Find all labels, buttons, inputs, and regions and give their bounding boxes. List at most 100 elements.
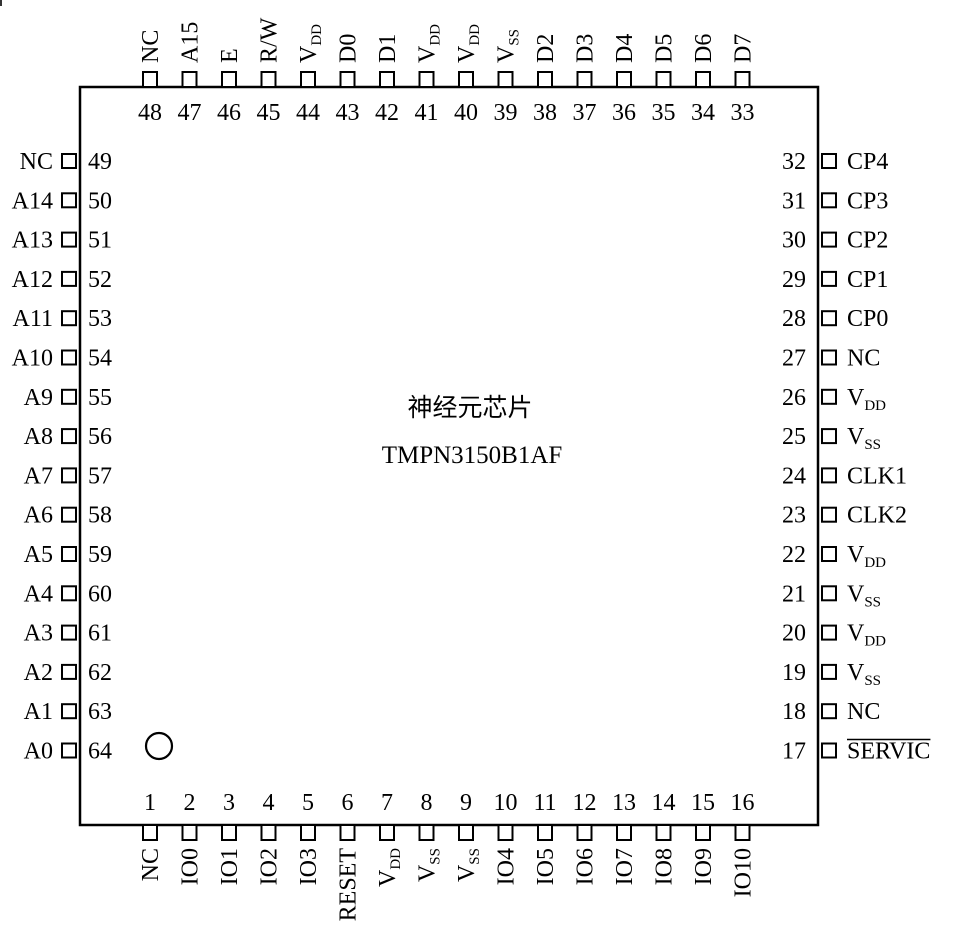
pin-23-pad [821, 506, 837, 523]
pin-24-label: CLK1 [847, 463, 907, 489]
pin-58-pad [61, 506, 77, 523]
pin-8-label: VSS [415, 848, 444, 882]
pin-15-number: 15 [691, 790, 715, 816]
pin-19-subscript: SS [864, 673, 881, 689]
pin-7-subscript: DD [388, 848, 404, 870]
pin-24-pad [821, 467, 837, 484]
pin-63-label: A1 [24, 699, 53, 725]
pin-63-pad [61, 703, 77, 720]
pin-48-pad [142, 71, 158, 88]
pin-40-subscript: DD [467, 24, 483, 46]
pin-42-pad [379, 71, 395, 88]
pin-25-label: VSS [847, 424, 881, 453]
pin-57-pad [61, 467, 77, 484]
pin-26-pad [821, 388, 837, 405]
pin-62-pad [61, 663, 77, 680]
pin-63-number: 63 [88, 699, 112, 725]
pin-56-label: A8 [24, 424, 53, 450]
pin-51-number: 51 [88, 228, 112, 254]
pin-38-number: 38 [533, 100, 557, 126]
pin-37-label: D3 [573, 34, 599, 63]
pin-26-label: VDD [847, 385, 886, 414]
pin-50-pad [61, 192, 77, 209]
pin-43-label: D0 [336, 34, 362, 63]
pin-11-pad [537, 824, 553, 841]
pin-43-number: 43 [336, 100, 360, 126]
pin-26-number: 26 [782, 385, 806, 411]
pin-39-pad [497, 71, 514, 88]
pin-29-number: 29 [782, 267, 806, 293]
pin-59-pad [61, 546, 77, 562]
pin-41-pad [418, 71, 435, 88]
pin-39-subscript: SS [507, 29, 523, 46]
pin-41-subscript: DD [428, 24, 444, 46]
pin-42-number: 42 [375, 100, 399, 126]
pin-10-number: 10 [494, 790, 518, 816]
pin-55-pad [61, 388, 77, 405]
pin-2-number: 2 [184, 790, 196, 816]
pin-13-pad [616, 824, 632, 841]
chip-part-number: TMPN3150B1AF [382, 442, 563, 469]
pin-30-number: 30 [782, 228, 806, 254]
pin-7-number: 7 [381, 790, 393, 816]
pin-7-label: VDD [375, 848, 404, 887]
pin-62-label: A2 [24, 660, 53, 686]
pin-20-pad [821, 624, 837, 641]
pin-44-pad [300, 71, 316, 88]
pin-32-number: 32 [782, 149, 806, 175]
pin-13-number: 13 [612, 790, 636, 816]
pin-44-label: VDD [296, 24, 325, 63]
pin-25-number: 25 [782, 424, 806, 450]
pin-46-pad [221, 71, 237, 88]
pin-22-label: VDD [847, 542, 886, 571]
pin-54-number: 54 [88, 346, 112, 372]
pin-4-label: IO2 [257, 848, 283, 885]
pin-39-number: 39 [494, 100, 518, 126]
pin-31-number: 31 [782, 188, 806, 214]
pin-10-label: IO4 [494, 848, 520, 885]
pin-56-pad [61, 428, 77, 445]
pin-54-label: A10 [12, 346, 53, 372]
pin-24-number: 24 [782, 463, 806, 489]
pin-1-pad [142, 824, 158, 841]
pin-22-number: 22 [782, 542, 806, 568]
pin-14-label: IO8 [652, 848, 678, 885]
pin-29-label: CP1 [847, 267, 888, 293]
pin-64-number: 64 [88, 739, 112, 765]
pin-20-subscript: DD [864, 634, 886, 650]
pin-33-label: D7 [731, 34, 757, 63]
pin-9-pad [458, 824, 474, 841]
pin-52-label: A12 [12, 267, 53, 293]
pin-17-label: SERVIC [847, 739, 930, 765]
pin-59-label: A5 [24, 542, 53, 568]
pin-8-number: 8 [421, 790, 433, 816]
pin-51-label: A13 [12, 228, 53, 254]
pin-9-subscript: SS [467, 848, 483, 865]
pin-56-number: 56 [88, 424, 112, 450]
pin-3-number: 3 [223, 790, 235, 816]
pin-21-pad [821, 585, 837, 602]
pin-15-pad [695, 824, 711, 841]
pin-44-subscript: DD [309, 24, 325, 46]
pin-57-label: A7 [24, 463, 53, 489]
pin-3-pad [221, 824, 237, 841]
pin-6-pad [339, 824, 356, 841]
pin-32-label: CP4 [847, 149, 888, 175]
pin-4-number: 4 [263, 790, 275, 816]
pin-17-number: 17 [782, 739, 806, 765]
pin-46-label: E [217, 48, 243, 63]
pin-22-subscript: DD [864, 555, 886, 571]
pin-36-number: 36 [612, 100, 636, 126]
pin-1-number: 1 [144, 790, 156, 816]
pin-21-label: VSS [847, 581, 881, 610]
pin-12-number: 12 [573, 790, 597, 816]
pin-46-number: 46 [217, 100, 241, 126]
pin-37-pad [576, 71, 593, 88]
pin-58-label: A6 [24, 503, 53, 529]
pin-26-subscript: DD [864, 398, 886, 414]
pin-9-number: 9 [460, 790, 472, 816]
pin-42-label: D1 [375, 34, 401, 63]
pin-6-number: 6 [342, 790, 354, 816]
pin-19-label: VSS [847, 660, 881, 689]
